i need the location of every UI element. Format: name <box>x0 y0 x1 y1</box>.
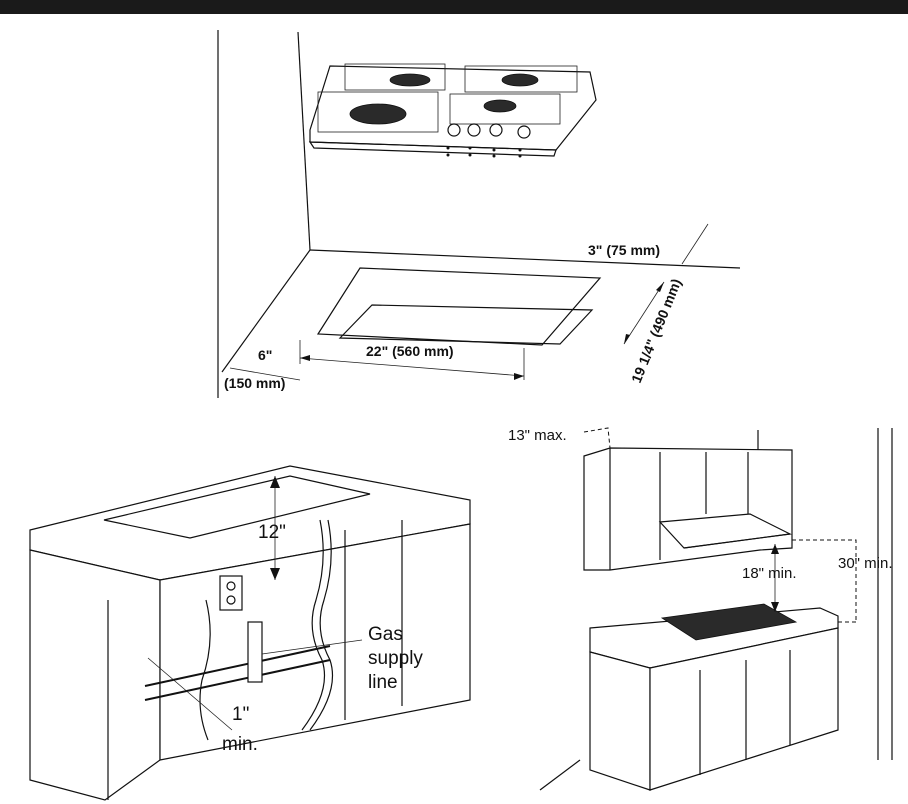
gas-pipe-top <box>144 645 331 687</box>
grate-back-right <box>464 65 578 93</box>
dim-18-arrow-top <box>771 544 779 554</box>
gas-leader-line <box>261 639 363 655</box>
upper-cabinets <box>583 447 793 571</box>
dim-12-label: 12" <box>258 522 286 543</box>
dim-1in-leader <box>147 657 233 731</box>
dim-depth-label: 19 1/4" (490 mm) <box>628 276 684 385</box>
counter-back-edge <box>309 249 741 269</box>
hood-clearance-diagram: 13" max. 18" min. 30" min. <box>508 427 893 791</box>
dim-30-dashed <box>792 539 857 622</box>
gas-stub-up <box>247 621 263 683</box>
burner-back-right <box>501 73 539 87</box>
grate-front-right <box>449 93 561 125</box>
dim-depth-arrow-bottom <box>624 334 630 344</box>
outlet-socket-top <box>226 581 236 591</box>
cooktop-front-lip <box>308 141 557 157</box>
electrical-outlet <box>219 575 243 611</box>
floor-line <box>539 759 581 791</box>
dim-18-label: 18" min. <box>742 565 797 582</box>
dim-width-line <box>299 357 525 377</box>
burner-front-right <box>483 99 517 113</box>
gas-label-line3: line <box>368 672 398 693</box>
dim-1in-min-label: min. <box>222 734 258 755</box>
knob-4 <box>517 125 531 139</box>
knob-1 <box>447 123 461 137</box>
cabinet-left-end <box>29 549 161 801</box>
dim-width-arrow-right <box>514 373 524 380</box>
cutout-inner <box>338 304 594 345</box>
cabinet-gas-line-diagram: 12" Gas supply line 1" min. <box>29 465 471 801</box>
dim-13-dashed <box>583 427 611 449</box>
dim-3in-label: 3" (75 mm) <box>588 242 660 258</box>
grate-back-left <box>344 63 446 91</box>
cable-right <box>309 519 334 731</box>
counter-left-edge <box>221 249 311 373</box>
dim-side-line <box>229 367 301 381</box>
cooktop-vent-dots <box>446 146 522 158</box>
dim-side-mm-label: (150 mm) <box>224 375 285 391</box>
burner-front-left <box>349 103 407 125</box>
dim-12-arrow-top <box>270 476 280 488</box>
gas-cooktop-illustration <box>308 63 597 158</box>
knob-3 <box>489 123 503 137</box>
dim-depth-line <box>623 281 665 345</box>
dim-width-label: 22" (560 mm) <box>366 343 454 359</box>
knob-2 <box>467 123 481 137</box>
gas-label-line2: supply <box>368 648 423 669</box>
dim-18-arrow-bottom <box>771 602 779 612</box>
gas-label-line1: Gas <box>368 624 403 645</box>
cooktop-body <box>309 65 597 151</box>
lower-cabinet-front <box>649 627 839 791</box>
wall-break-line <box>199 599 211 741</box>
grate-front-left <box>317 91 439 133</box>
dim-3in-leader <box>681 223 709 265</box>
dim-depth-arrow-top <box>656 282 664 292</box>
cooktop-grate <box>660 603 798 641</box>
cable-left <box>301 519 326 731</box>
lower-cabinet-side <box>589 651 651 791</box>
dim-width-arrow-left <box>300 355 310 361</box>
cutout-diagram: 3" (75 mm) 19 1/4" (490 mm) 22" (560 mm)… <box>217 30 741 398</box>
burner-back-left <box>389 73 431 87</box>
header-bar <box>0 0 908 14</box>
dim-13-label: 13" max. <box>508 427 567 444</box>
hood-front-edge <box>683 533 791 549</box>
dim-side-inch-label: 6" <box>258 347 272 363</box>
wall-corner-line <box>297 31 311 251</box>
cutout-outline <box>316 267 602 346</box>
gas-pipe-bottom <box>144 659 331 701</box>
dim-1in-label: 1" <box>232 704 249 725</box>
dim-12-arrow-bottom <box>270 568 280 580</box>
outlet-socket-bottom <box>226 595 236 605</box>
dim-30-label: 30" min. <box>838 555 893 572</box>
cutout-opening <box>103 475 371 539</box>
